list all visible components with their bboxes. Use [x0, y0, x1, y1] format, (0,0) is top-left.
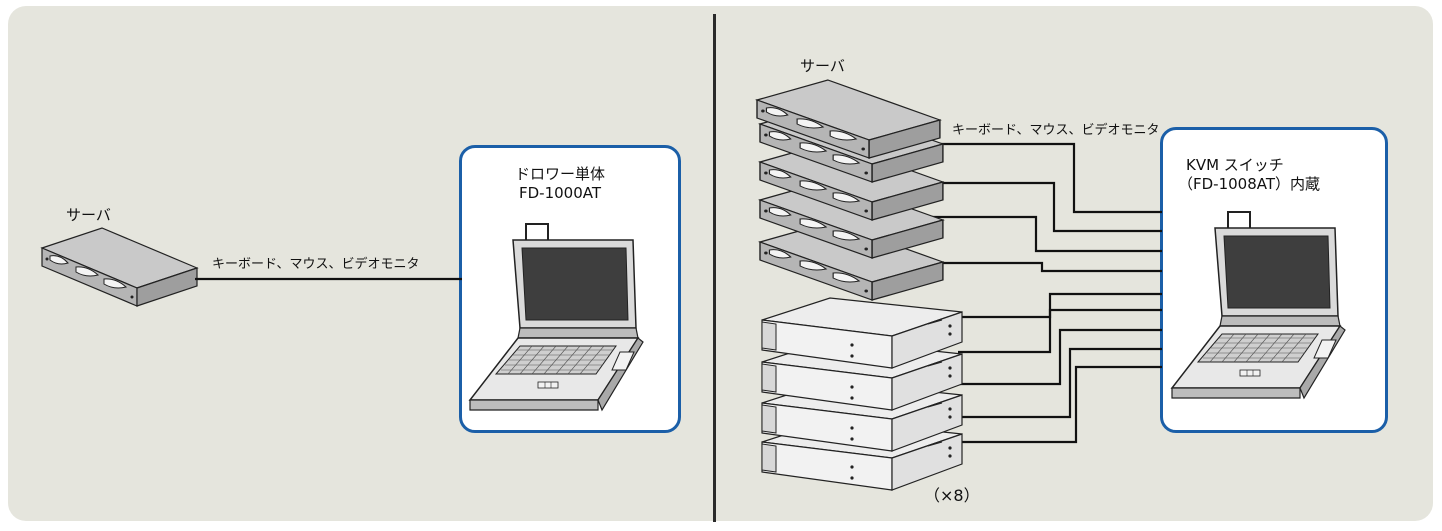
rack-multiplier-label: （×8） [924, 486, 980, 505]
left-laptop-drawer [469, 223, 644, 411]
right-server-label: サーバ [800, 57, 845, 75]
kvm-title-line1: KVM スイッチ [1186, 156, 1284, 174]
left-server [41, 227, 198, 307]
rack-stack [761, 297, 963, 491]
server-stack [756, 79, 944, 301]
right-laptop-kvm [1171, 211, 1346, 399]
drawer-title-line2: FD-1000AT [519, 184, 602, 202]
right-cables [932, 142, 1162, 444]
section-divider [713, 14, 716, 522]
left-server-label: サーバ [66, 206, 111, 224]
kvm-title-line2: （FD-1008AT）内蔵 [1178, 175, 1321, 193]
right-cable-label: キーボード、マウス、ビデオモニタ [952, 123, 1160, 138]
left-cable-label: キーボード、マウス、ビデオモニタ [212, 257, 420, 272]
drawer-title-line1: ドロワー単体 [515, 165, 606, 183]
